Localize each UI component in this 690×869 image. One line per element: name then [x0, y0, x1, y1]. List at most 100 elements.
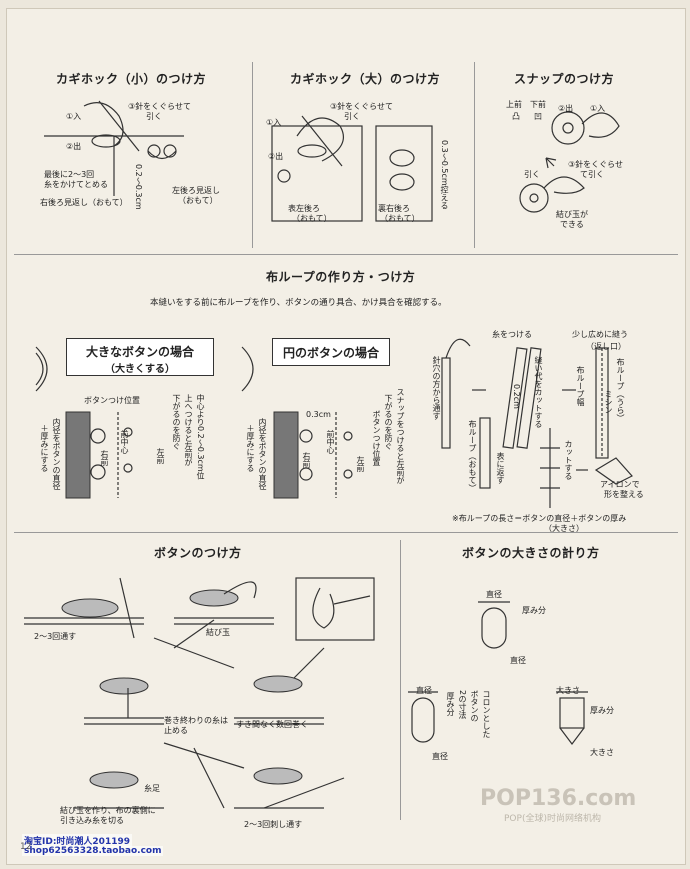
round-box-l1: 円のボタンの場合 [282, 346, 379, 360]
round-v1: 0.3cm [306, 410, 331, 419]
make-v9: カットする [564, 440, 573, 480]
make-v2: 縫い代をカットする [534, 356, 543, 428]
size-l6: 直径 [432, 752, 448, 761]
snap-title: スナップのつけ方 [514, 72, 615, 86]
snap-l7: ③針をくぐらせ [568, 160, 624, 169]
footer-line2: shop62563328.taobao.com [22, 846, 164, 856]
big-v5: 内径をボタンの直径 [52, 418, 61, 490]
snap-l2: 下前 [530, 100, 546, 109]
hook-small-l6: 糸をかけてとめる [44, 180, 108, 189]
hook-small-l9: （おもて） [178, 196, 218, 205]
snap-l3: 凸 [512, 112, 520, 121]
make-v5: 布ループ（うら） [616, 358, 625, 422]
hook-small-l3: 引く [146, 112, 162, 121]
make-l3: （返し口） [586, 342, 626, 351]
sew-l3: 巻き終わりの糸は [164, 716, 228, 725]
button-size-title: ボタンの大きさの計り方 [462, 546, 600, 560]
round-loop-icon [241, 346, 254, 392]
divider [14, 532, 678, 533]
snap-l6: ①入 [590, 104, 606, 113]
make-l1: 糸をつける [492, 330, 532, 339]
hook-large-l8: （おもて） [380, 214, 420, 223]
round-button-box: 円のボタンの場合 [272, 338, 390, 366]
sew-l2: 結び玉 [206, 628, 230, 637]
hook-large-title: カギホック（大）のつけ方 [290, 72, 441, 86]
big-v3: 上へつけると左前が [184, 394, 193, 466]
make-v7: 表に返す [496, 452, 505, 484]
divider [14, 254, 678, 255]
footer-line1: 淘宝ID:时尚潮人201199 [22, 834, 132, 847]
size-l10: 大きさ [556, 686, 580, 695]
sew-l9: 2～3回刺し通す [244, 820, 303, 829]
size-l12: 大きさ [590, 748, 614, 757]
hook-large-l5: 表左後ろ [288, 204, 320, 213]
divider [252, 62, 253, 248]
size-l4: 直径 [416, 686, 432, 695]
sew-l1: 2～3回通す [34, 632, 77, 641]
size-l1: 直径 [486, 590, 502, 599]
page [6, 8, 686, 865]
big-v6: ＋厚みにする [40, 424, 49, 472]
hook-small-l2: ③針をくぐらせて [128, 102, 192, 111]
round-v4: ボタンつけ位置 [372, 410, 381, 466]
snap-illustration [519, 111, 620, 213]
hook-large-l6: （おもて） [292, 214, 332, 223]
hook-large-l2: ③針をくぐらせて [330, 102, 394, 111]
big-v2: 中心より0.2～0.3cm位 [196, 394, 205, 480]
size-l9: 2の寸法 [458, 690, 467, 720]
make-v3: 0.2cm [512, 384, 521, 409]
hook-large-l1: ①入 [266, 118, 282, 127]
loop-title: 布ループの作り方・つけ方 [266, 270, 416, 284]
size-l3: 直径 [510, 656, 526, 665]
hook-large-l9: 0.3～0.5cm控える [440, 140, 449, 210]
hook-small-l1: ①入 [66, 112, 82, 121]
make-v4: 布ループ幅 [576, 366, 585, 406]
big-box-l2: （大きくする） [105, 364, 175, 375]
big-v9: 左前 [156, 448, 165, 464]
sew-l8: 引き込み糸を切る [60, 816, 124, 825]
round-button-diagram [273, 411, 353, 499]
round-v5: 内径をボタンの直径 [258, 418, 267, 490]
sew-l5: すき間なく数回巻く [236, 720, 308, 729]
sew-l7: 結び玉を作り、布の裏側に [60, 806, 156, 815]
size-l2: 厚み分 [522, 606, 546, 615]
round-v9: 左前 [356, 456, 365, 472]
loop-intro: 本縫いをする前に布ループを作り、ボタンの通り具合、かけ具合を確認する。 [150, 298, 447, 308]
watermark-sub: POP(全球)时尚网络机构 [504, 814, 601, 824]
snap-l9: 引く [524, 170, 540, 179]
round-v7: 右前 [302, 452, 311, 468]
hook-large-illustration [271, 115, 433, 222]
watermark-logo: POP136.com [480, 786, 637, 811]
make-l5: 形を整える [604, 490, 644, 499]
big-button-diagram [65, 411, 133, 499]
hook-large-l4: ②出 [268, 152, 284, 161]
hook-small-title: カギホック（小）のつけ方 [56, 72, 207, 86]
round-v3: 下がるのを防ぐ [384, 394, 393, 450]
hook-large-l7: 裏右後ろ [378, 204, 410, 213]
hook-small-l7: 右後ろ見返し（おもて） [40, 198, 128, 207]
big-v8: 前中心 [120, 430, 129, 454]
hook-small-l8: 左後ろ見返し [172, 186, 220, 195]
snap-l10: 結び玉が [556, 210, 588, 219]
round-v8: 前中心 [326, 430, 335, 454]
button-size-diagram [408, 601, 588, 745]
hook-small-l4: ②出 [66, 142, 82, 151]
hook-large-l3: 引く [344, 112, 360, 121]
big-v4: 下がるのを防ぐ [172, 394, 181, 450]
hook-small-illustration [44, 100, 184, 196]
snap-l4: 凹 [534, 112, 542, 121]
snap-l1: 上前 [506, 100, 522, 109]
loop-making-diagram [441, 338, 633, 508]
size-l7: コロンとした [482, 690, 491, 738]
loop-note2: （大きさ） [544, 524, 584, 533]
divider [400, 540, 401, 820]
make-l2: 少し広めに縫う [572, 330, 628, 339]
size-l5: 厚み分 [446, 692, 455, 716]
loop-note1: ※布ループの長さ＝ボタンの直径＋ボタンの厚み [452, 514, 627, 523]
snap-l8: て引く [580, 170, 604, 179]
hook-small-l10: 0.2～0.3cm [134, 164, 143, 210]
big-loop-icon [35, 346, 48, 392]
button-sew-title: ボタンのつけ方 [154, 546, 242, 560]
make-v1: 針穴の方から通す [432, 356, 441, 420]
divider [474, 62, 475, 248]
